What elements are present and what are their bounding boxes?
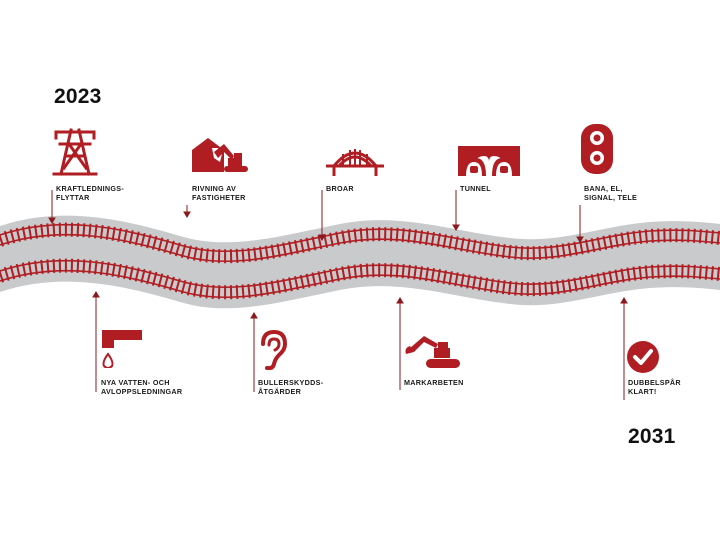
railway-signal-icon [581,124,613,174]
arrowhead [452,224,460,231]
arrowhead [250,312,258,319]
start-year: 2023 [54,85,102,108]
end-year: 2031 [628,425,676,448]
step-label-dubbelspar-klart: DUBBELSPÅR KLART! [628,378,681,396]
step-label-tunnel: TUNNEL [460,184,491,193]
arrowhead [576,236,584,243]
arrowhead [396,297,404,304]
power-pylon-icon [52,128,98,176]
demolition-excavator-icon [192,138,248,172]
arrowhead [48,217,56,224]
step-label-kraftledningsflyttar: KRAFTLEDNINGS- FLYTTAR [56,184,125,202]
step-label-bana-el-signal-tele: BANA, EL, SIGNAL, TELE [584,184,638,202]
step-label-markarbeten: MARKARBETEN [404,378,464,387]
arrowhead [620,297,628,304]
step-label-bullerskydd: BULLERSKYDDS- ÅTGÄRDER [258,378,324,396]
water-pipe-drop-icon [102,330,142,368]
checkmark-icon [627,341,659,373]
step-label-rivning: RIVNING AV FASTIGHETER [192,184,246,202]
arrowhead [318,234,326,241]
step-label-broar: BROAR [326,184,354,193]
arrowhead [92,291,100,298]
step-label-vatten-avlopp: NYA VATTEN- OCH AVLOPPSLEDNINGAR [101,378,183,396]
bridge-icon [326,149,384,176]
excavator-icon [405,336,460,368]
ear-icon [261,330,288,370]
tunnel-icon [458,146,520,176]
arrowhead [183,211,191,218]
